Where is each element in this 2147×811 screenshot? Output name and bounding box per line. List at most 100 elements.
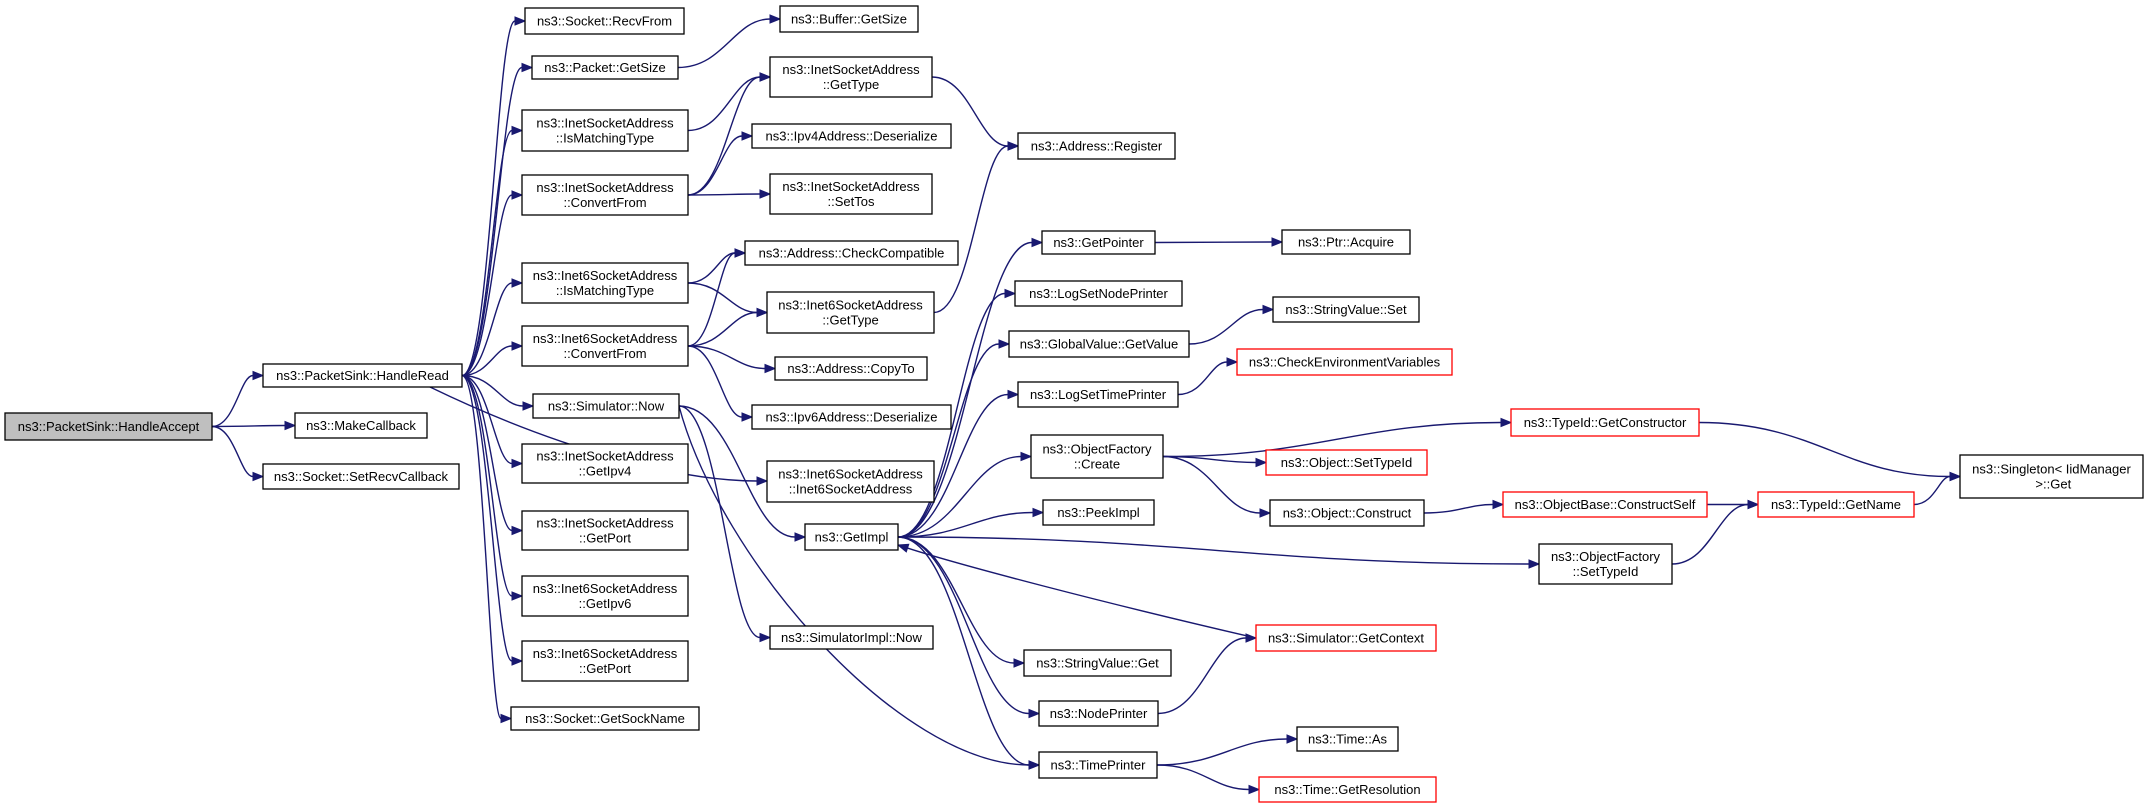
node-timegetres[interactable]: ns3::Time::GetResolution (1258, 776, 1437, 803)
node-ptracquire[interactable]: ns3::Ptr::Acquire (1281, 229, 1411, 255)
node-label: ns3::Socket::GetSockName (525, 711, 685, 726)
node-svset[interactable]: ns3::StringValue::Set (1272, 296, 1420, 323)
node-label: ns3::Socket::RecvFrom (537, 14, 672, 29)
node-getpointer[interactable]: ns3::GetPointer (1041, 230, 1156, 255)
edge-line (897, 393, 1009, 538)
node-inet6convertfrom[interactable]: ns3::Inet6SocketAddress::ConvertFrom (521, 325, 689, 367)
edge-getpointer-to-ptracquire (1154, 237, 1284, 247)
node-ipv4deser[interactable]: ns3::Ipv4Address::Deserialize (751, 123, 952, 149)
node-label: ns3::Buffer::GetSize (791, 12, 907, 27)
node-box (1023, 649, 1172, 677)
node-singletonget[interactable]: ns3::Singleton< IidManager >::Get (1959, 454, 2144, 499)
node-inetgetport[interactable]: ns3::InetSocketAddress::GetPort (521, 510, 689, 551)
node-timeprinter[interactable]: ns3::TimePrinter (1038, 751, 1158, 779)
edge-line (897, 536, 1030, 766)
arrowhead (741, 412, 754, 422)
node-inetgettype[interactable]: ns3::InetSocketAddress::GetType (769, 56, 933, 98)
node-box (1236, 348, 1453, 376)
edge-line (897, 292, 1006, 538)
node-getsockname[interactable]: ns3::Socket::GetSockName (510, 706, 700, 731)
node-addrregister[interactable]: ns3::Address::Register (1017, 132, 1176, 160)
node-label: ::GetIpv6 (579, 596, 632, 611)
node-objsettypeid[interactable]: ns3::Object::SetTypeId (1265, 449, 1428, 476)
node-label: ns3::GetPointer (1053, 235, 1144, 250)
node-obconstructself[interactable]: ns3::ObjectBase::ConstructSelf (1502, 491, 1708, 518)
arrowhead (756, 476, 769, 486)
node-inet6ctor[interactable]: ns3::Inet6SocketAddress::Inet6SocketAddr… (766, 460, 935, 503)
arrowhead (252, 370, 265, 381)
node-svget[interactable]: ns3::StringValue::Get (1023, 649, 1172, 677)
node-getimpl[interactable]: ns3::GetImpl (804, 523, 899, 551)
node-simnow[interactable]: ns3::Simulator::Now (532, 393, 680, 419)
edge-ofcreate-to-typeidgetctor (1162, 417, 1513, 458)
node-label: ns3::Address::Register (1031, 139, 1163, 154)
node-typeidgetctor[interactable]: ns3::TypeId::GetConstructor (1510, 408, 1700, 437)
edge-simnow-to-getimpl (678, 405, 807, 542)
arrowhead (756, 307, 769, 318)
node-inetsettos[interactable]: ns3::InetSocketAddress::SetTos (769, 173, 933, 215)
node-checkcompat[interactable]: ns3::Address::CheckCompatible (744, 240, 959, 266)
node-box (769, 625, 934, 650)
node-inet6getipv6[interactable]: ns3::Inet6SocketAddress::GetIpv6 (521, 575, 689, 617)
node-nodeprinter[interactable]: ns3::NodePrinter (1038, 700, 1159, 727)
node-label: ns3::Inet6SocketAddress (533, 646, 678, 661)
edge-inetconvertfrom-to-inetgettype (687, 72, 772, 196)
arrowhead (1255, 457, 1268, 468)
edge-line (1154, 241, 1273, 244)
node-logsetnode[interactable]: ns3::LogSetNodePrinter (1014, 280, 1183, 307)
arrowhead (896, 543, 910, 553)
edge-handleread-to-inetgetport (461, 374, 524, 536)
arrowhead (1007, 389, 1020, 400)
node-inet6getport[interactable]: ns3::Inet6SocketAddress::GetPort (521, 640, 689, 682)
arrowhead (1262, 304, 1275, 315)
edge-line (461, 374, 513, 465)
edge-line (897, 536, 1530, 565)
arrowhead (514, 16, 527, 26)
node-label: ns3::Inet6SocketAddress (778, 467, 923, 482)
node-packetgetsize[interactable]: ns3::Packet::GetSize (531, 55, 679, 80)
node-ofsettypeid[interactable]: ns3::ObjectFactory::SetTypeId (1538, 543, 1673, 585)
node-objconstruct[interactable]: ns3::Object::Construct (1269, 499, 1425, 527)
edge-line (687, 345, 766, 370)
node-handleread[interactable]: ns3::PacketSink::HandleRead (262, 363, 463, 388)
node-label: ns3::TypeId::GetConstructor (1524, 415, 1687, 430)
node-box (1038, 751, 1158, 779)
node-simgetcontext[interactable]: ns3::Simulator::GetContext (1255, 624, 1437, 652)
node-recvfrom[interactable]: ns3::Socket::RecvFrom (524, 7, 685, 35)
node-timeas[interactable]: ns3::Time::As (1296, 726, 1399, 752)
edge-line (687, 252, 736, 284)
node-makecallback[interactable]: ns3::MakeCallback (294, 412, 428, 439)
arrowhead (764, 363, 777, 374)
node-gvgetvalue[interactable]: ns3::GlobalValue::GetValue (1008, 330, 1190, 358)
node-checkenv[interactable]: ns3::CheckEnvironmentVariables (1236, 348, 1453, 376)
node-typeidgetname[interactable]: ns3::TypeId::GetName (1757, 491, 1915, 518)
node-ofcreate[interactable]: ns3::ObjectFactory::Create (1030, 434, 1164, 479)
node-label: ::IsMatchingType (556, 283, 654, 298)
node-inet6ismatching[interactable]: ns3::Inet6SocketAddress::IsMatchingType (521, 262, 689, 304)
node-inetgetipv4[interactable]: ns3::InetSocketAddress::GetIpv4 (521, 443, 689, 484)
node-simimplnow[interactable]: ns3::SimulatorImpl::Now (769, 625, 934, 650)
node-label: ns3::GetImpl (815, 530, 889, 545)
node-inet6gettype[interactable]: ns3::Inet6SocketAddress::GetType (766, 291, 935, 334)
node-label: ns3::Simulator::Now (548, 399, 665, 414)
node-setrecvcallback[interactable]: ns3::Socket::SetRecvCallback (262, 463, 460, 490)
node-inetismatching[interactable]: ns3::InetSocketAddress::IsMatchingType (521, 109, 689, 152)
arrowhead (794, 532, 807, 542)
edge-packetgetsize-to-buffergetsize (677, 14, 782, 69)
node-label: ::Create (1074, 457, 1120, 472)
arrowhead (1226, 357, 1239, 367)
node-peekimpl[interactable]: ns3::PeekImpl (1042, 499, 1155, 526)
node-logsettime[interactable]: ns3::LogSetTimePrinter (1017, 381, 1179, 408)
arrowhead (741, 131, 754, 141)
node-inetconvertfrom[interactable]: ns3::InetSocketAddress::ConvertFrom (521, 174, 689, 216)
arrowhead (511, 278, 524, 288)
node-box (766, 291, 935, 334)
node-box (751, 404, 952, 430)
node-buffergetsize[interactable]: ns3::Buffer::GetSize (779, 5, 919, 33)
node-box (521, 575, 689, 617)
node-ipv6deser[interactable]: ns3::Ipv6Address::Deserialize (751, 404, 952, 430)
node-box (521, 325, 689, 367)
node-copyto[interactable]: ns3::Address::CopyTo (774, 356, 928, 381)
arrowhead (769, 14, 782, 24)
node-box (262, 463, 460, 490)
